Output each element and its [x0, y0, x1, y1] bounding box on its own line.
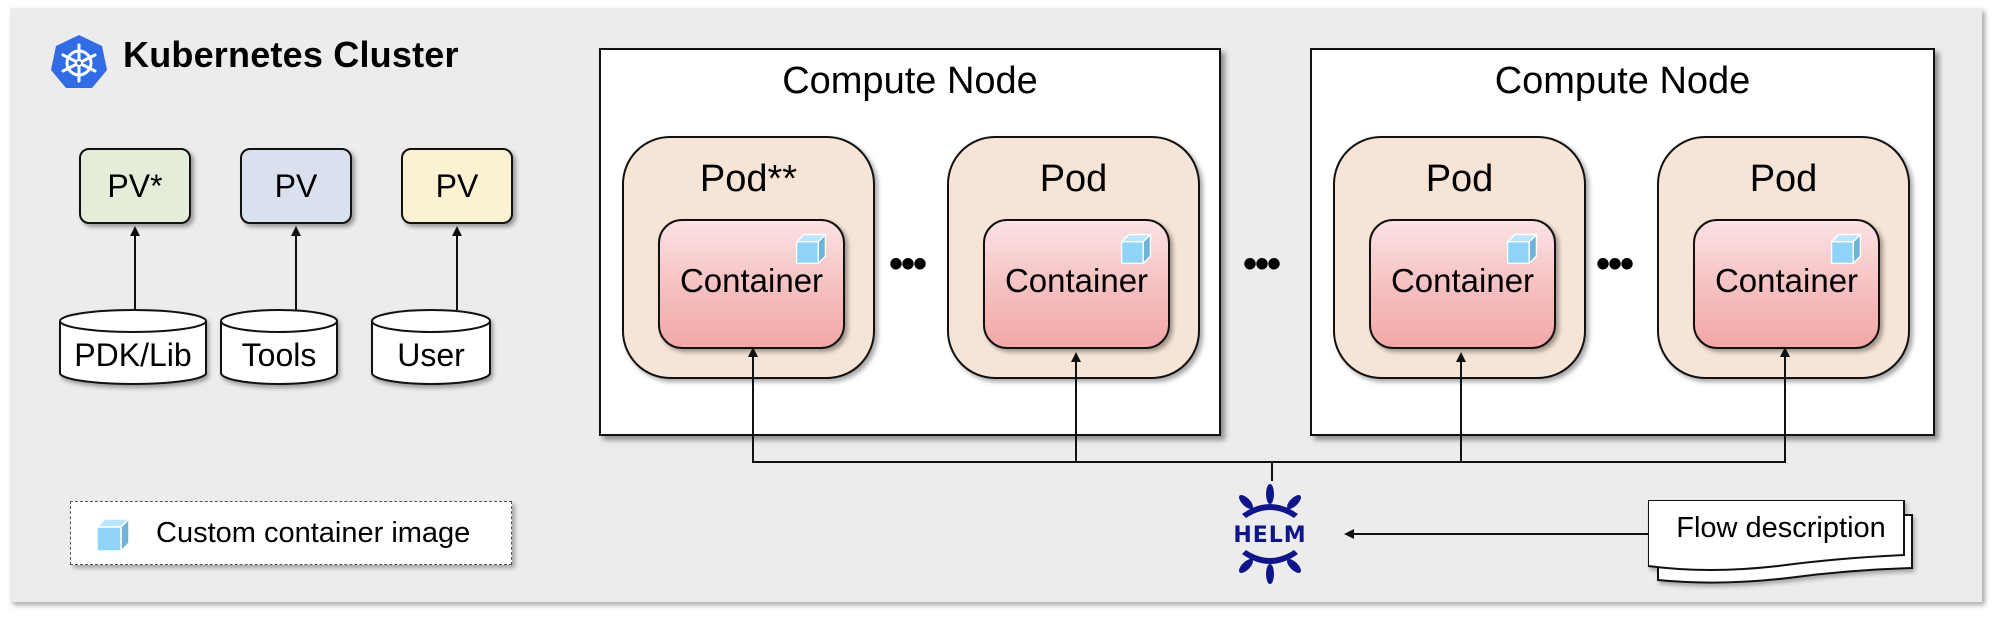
pv-label: PV — [435, 167, 479, 204]
cube-icon — [1505, 232, 1539, 266]
pod-title: Pod — [1039, 158, 1108, 200]
cylinder-icon — [371, 309, 491, 385]
pv-label: PV* — [107, 167, 163, 204]
cluster-title: Kubernetes Cluster — [123, 34, 459, 75]
helm-logo-icon: HELM — [1233, 484, 1306, 584]
kubernetes-logo-icon — [51, 35, 107, 88]
datastore-label: User — [397, 337, 465, 373]
pod[interactable]: Pod Container — [947, 136, 1200, 379]
datastore-label: PDK/Lib — [74, 337, 192, 373]
container[interactable]: Container — [1693, 219, 1880, 349]
compute-node-title: Compute Node — [782, 60, 1038, 102]
datastore-tools[interactable]: Tools — [219, 307, 339, 389]
container[interactable]: Container — [983, 219, 1170, 349]
pod[interactable]: Pod** Container — [622, 136, 875, 379]
legend: Custom container image — [70, 501, 512, 565]
pod-title: Pod — [1425, 158, 1494, 200]
pv-box-user[interactable]: PV — [401, 148, 513, 224]
cube-icon — [95, 517, 131, 553]
helm-label: HELM — [1233, 523, 1306, 548]
container[interactable]: Container — [1369, 219, 1556, 349]
legend-label: Custom container image — [156, 517, 471, 549]
compute-node-title: Compute Node — [1494, 60, 1751, 102]
more-pods-ellipsis: ••• — [889, 242, 927, 286]
datastore-pdk-lib[interactable]: PDK/Lib — [58, 307, 208, 389]
cube-icon — [1829, 232, 1863, 266]
pod[interactable]: Pod Container — [1333, 136, 1586, 379]
more-nodes-ellipsis: ••• — [1243, 242, 1281, 286]
cylinder-icon — [220, 309, 338, 385]
cube-icon — [1119, 232, 1153, 266]
pod-title: Pod** — [699, 158, 798, 200]
pod[interactable]: Pod Container — [1657, 136, 1910, 379]
flow-description-label: Flow description — [1676, 512, 1886, 544]
pv-box-tools[interactable]: PV — [240, 148, 352, 224]
container[interactable]: Container — [658, 219, 845, 349]
container-label: Container — [679, 262, 824, 299]
pv-box-pdk[interactable]: PV* — [79, 148, 191, 224]
document-icon — [1648, 500, 1913, 584]
container-label: Container — [1714, 262, 1859, 299]
container-label: Container — [1004, 262, 1149, 299]
cylinder-icon — [59, 309, 207, 385]
datastore-user[interactable]: User — [370, 307, 492, 389]
pod-title: Pod — [1749, 158, 1818, 200]
container-label: Container — [1390, 262, 1535, 299]
datastore-label: Tools — [241, 337, 317, 373]
cube-icon — [794, 232, 828, 266]
flow-description-doc[interactable]: Flow description — [1648, 500, 1918, 590]
pv-label: PV — [274, 167, 318, 204]
more-pods-ellipsis: ••• — [1596, 242, 1634, 286]
